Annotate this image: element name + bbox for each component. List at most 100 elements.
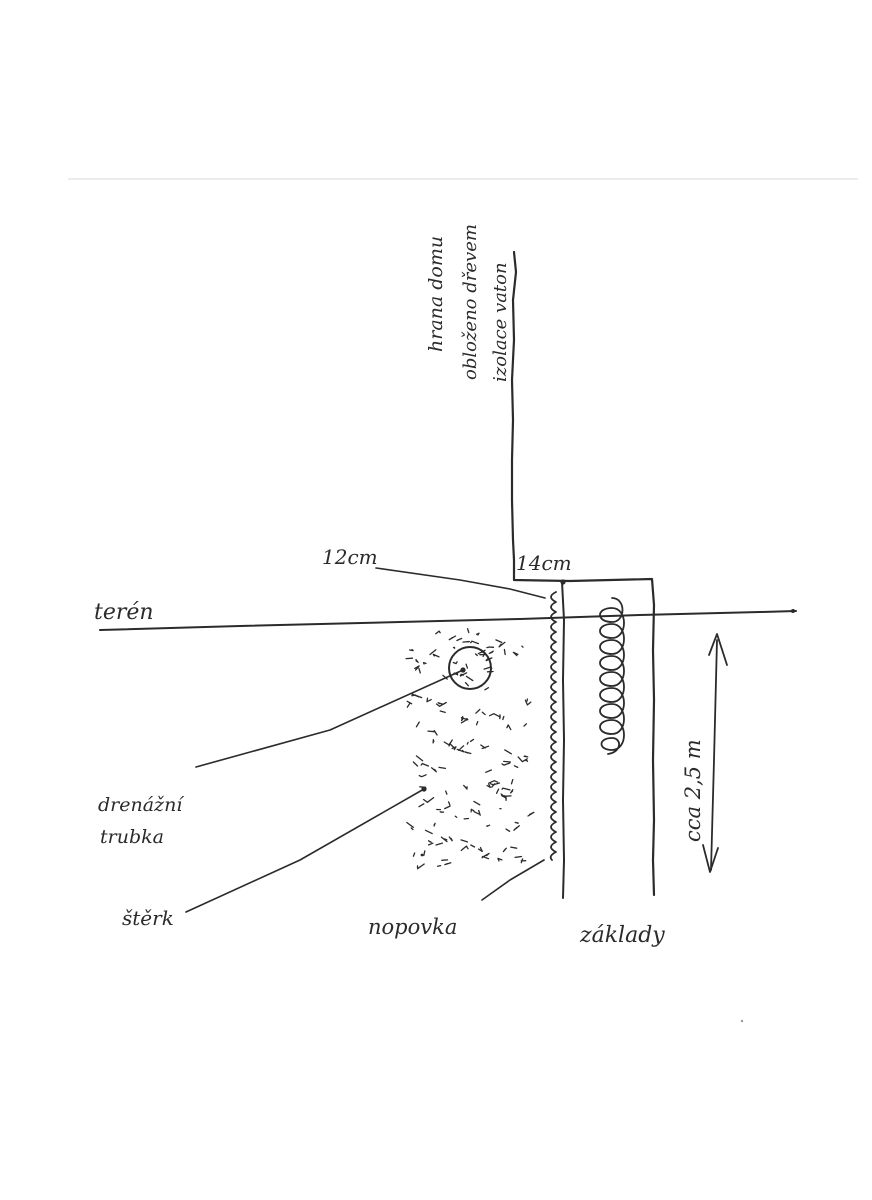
gravel-stroke <box>443 838 448 841</box>
gravel-stroke <box>486 783 491 789</box>
gravel-stroke <box>442 674 448 680</box>
label-14cm: 14cm <box>516 551 572 575</box>
gravel-stroke <box>501 787 511 791</box>
gravel-stroke <box>448 742 455 749</box>
gravel-stroke <box>411 694 417 697</box>
foundation-insulation-coil <box>599 597 625 755</box>
label-depth: cca 2,5 m <box>681 739 705 842</box>
label-pipe-line-1: drenážní <box>98 794 185 816</box>
scan-speck <box>740 1019 744 1023</box>
gravel-stroke <box>406 700 413 705</box>
gravel-stroke <box>475 708 481 714</box>
gravel-stroke <box>473 800 481 806</box>
gravel-stroke <box>435 701 447 707</box>
gravel-stroke <box>512 651 519 657</box>
label-terrain: terén <box>94 600 154 625</box>
label-12cm: 12cm <box>322 545 378 569</box>
gravel-stroke <box>469 738 475 743</box>
leader-drainage-pipe <box>195 669 464 768</box>
gravel-stroke <box>414 665 420 671</box>
gravel-stroke <box>517 756 528 763</box>
gravel-stroke <box>422 661 427 665</box>
gravel-stroke <box>523 723 528 727</box>
gravel-stroke <box>495 788 500 794</box>
gravel-stroke <box>444 862 452 866</box>
label-pipe-line-2: trubka <box>100 826 164 848</box>
gravel-stroke <box>466 741 469 745</box>
gravel-stroke <box>514 821 519 824</box>
gravel-stroke <box>448 635 457 641</box>
label-membrane: nopovka <box>368 915 457 939</box>
gravel-stroke <box>438 766 447 770</box>
gravel-stroke <box>506 724 512 731</box>
gravel-stroke <box>423 850 426 857</box>
gravel-stroke <box>433 822 436 827</box>
gravel-stroke <box>420 762 430 767</box>
gravel-stroke <box>440 836 448 843</box>
gravel-stroke <box>523 755 529 758</box>
gravel-stroke <box>424 829 433 835</box>
gravel-stroke <box>478 809 481 816</box>
gravel-stroke <box>410 827 414 831</box>
gravel-stroke <box>456 637 463 642</box>
gravel-stroke <box>464 751 472 755</box>
gravel-stroke <box>510 778 514 785</box>
gravel-stroke <box>436 864 442 867</box>
gravel-stroke <box>406 702 411 708</box>
dimension-point <box>560 579 566 585</box>
gravel-stroke <box>439 710 446 714</box>
gravel-stroke <box>501 762 511 766</box>
foundation-inner-line <box>561 581 565 899</box>
gravel-stroke <box>445 790 448 795</box>
gravel-stroke <box>513 825 520 831</box>
gravel-stroke <box>502 715 505 721</box>
gravel-stroke <box>470 640 480 645</box>
gravel-stroke <box>481 855 490 860</box>
gravel-stroke <box>465 663 469 669</box>
gravel-stroke <box>416 863 425 870</box>
gravel-stroke <box>426 697 432 703</box>
gravel-stroke <box>460 715 465 722</box>
gravel-stroke <box>473 810 480 815</box>
drainage-pipe-circle <box>448 646 492 690</box>
gravel-stroke <box>418 667 421 674</box>
gravel-stroke <box>418 774 427 778</box>
gravel-stroke <box>463 784 468 790</box>
gravel-stroke <box>510 789 514 794</box>
gravel-stroke <box>414 694 423 699</box>
gravel-stroke <box>460 718 469 724</box>
gravel-stroke <box>462 640 470 643</box>
gravel-stroke <box>485 769 493 773</box>
gravel-stroke <box>435 842 444 846</box>
gravel-stroke <box>412 761 419 767</box>
gravel-stroke <box>448 836 453 842</box>
gravel-stroke <box>465 675 474 682</box>
gravel-stroke <box>415 755 424 762</box>
gravel-stroke <box>498 641 506 648</box>
gravel-stroke <box>444 805 451 810</box>
gravel-stroke <box>432 738 435 744</box>
gravel-stroke <box>486 646 495 649</box>
gravel-stroke <box>505 828 511 832</box>
gravel-stroke <box>488 780 499 784</box>
gravel-stroke <box>429 649 437 656</box>
gravel-stroke <box>427 730 436 733</box>
gravel-stroke <box>408 648 414 652</box>
label-gravel: štěrk <box>122 906 174 930</box>
gravel-stroke <box>475 632 480 636</box>
terrain-end-dot <box>791 609 795 613</box>
gravel-stroke <box>502 847 507 853</box>
gravel-stroke <box>527 811 535 817</box>
gravel-stroke <box>488 713 501 718</box>
gravel-stroke <box>406 821 414 828</box>
gravel-stroke <box>427 840 432 843</box>
label-wall-line-3: izolace vaton <box>490 262 511 382</box>
gravel-stroke <box>430 767 437 773</box>
gravel-stroke <box>503 648 506 656</box>
gravel-stroke <box>510 846 518 849</box>
gravel-stroke <box>486 824 491 827</box>
gravel-stroke <box>422 796 435 803</box>
gravel-stroke <box>488 650 494 655</box>
depth-arrow-head-top <box>708 633 728 666</box>
